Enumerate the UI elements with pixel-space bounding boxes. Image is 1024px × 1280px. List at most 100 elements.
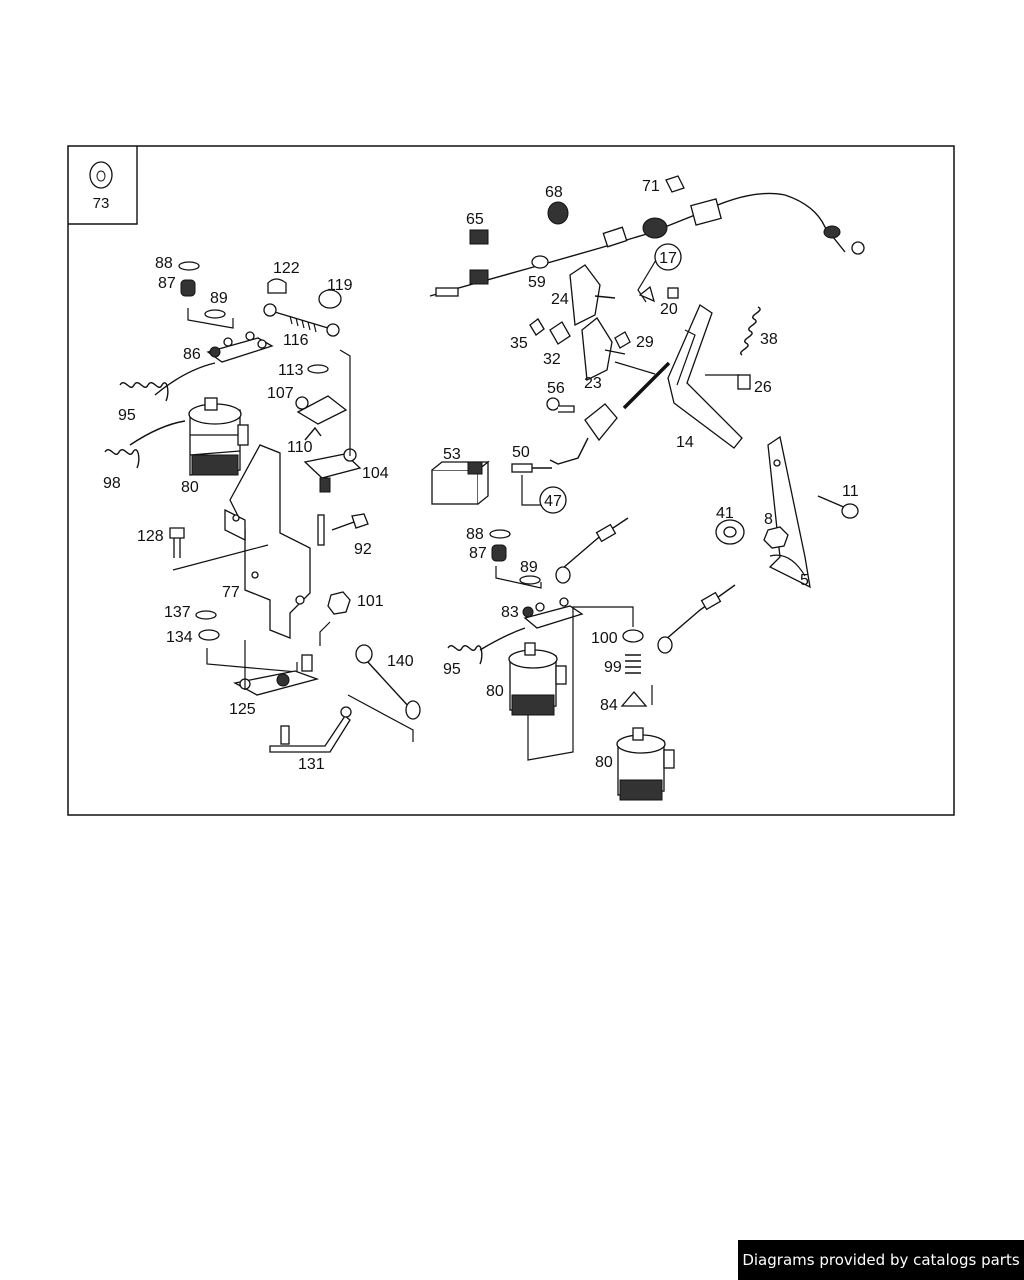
callout-87: 87	[158, 275, 176, 292]
callout-24: 24	[551, 291, 569, 308]
callout-134: 134	[166, 629, 193, 646]
bracket-83	[522, 597, 584, 629]
grommet-68	[547, 201, 569, 225]
connector-50	[511, 463, 552, 473]
callout-77: 77	[222, 584, 240, 601]
footer-credit: Diagrams provided by catalogs parts	[738, 1240, 1024, 1280]
callout-116: 116	[283, 332, 309, 349]
clip-65	[469, 229, 489, 245]
callout-131: 131	[298, 756, 325, 773]
callout-35: 35	[510, 335, 528, 352]
callout-80: 80	[486, 683, 504, 700]
clip-26	[737, 374, 751, 390]
callout-80: 80	[181, 479, 199, 496]
legend-label: 73	[93, 195, 110, 212]
plate-32	[549, 321, 571, 345]
ball-122	[267, 278, 287, 294]
lever-131	[269, 706, 352, 753]
callout-95: 95	[118, 407, 136, 424]
nut-101	[327, 591, 351, 615]
callout-23: 23	[584, 375, 602, 392]
callout-20: 20	[660, 301, 678, 318]
sensor-plug	[584, 403, 618, 442]
washer-88a	[178, 261, 200, 271]
clip-35	[529, 318, 545, 336]
pedal-14	[667, 304, 743, 449]
callout-110: 110	[287, 439, 313, 456]
clip-89b	[519, 575, 541, 585]
bracket-24	[569, 264, 616, 327]
base-84	[620, 691, 648, 707]
spring-95b	[447, 645, 483, 665]
left-assembly	[104, 261, 421, 753]
callout-26: 26	[754, 379, 772, 396]
bolt-92	[331, 513, 369, 531]
callout-88: 88	[466, 526, 484, 543]
callout-labels: 88 87 89 122 119 116 86 113 107 95 110 1…	[103, 178, 859, 773]
bolt-56	[546, 397, 575, 413]
clip-113	[307, 364, 329, 374]
callout-119: 119	[327, 277, 353, 294]
callout-99: 99	[604, 659, 622, 676]
callout-32: 32	[543, 351, 561, 368]
clip-29	[614, 331, 631, 349]
spring-98	[104, 449, 140, 469]
clip-110	[304, 426, 322, 441]
callout-83: 83	[501, 604, 519, 621]
diagram-frame	[67, 145, 955, 816]
actuator-80c	[616, 727, 675, 801]
callout-125: 125	[229, 701, 256, 718]
callout-88: 88	[155, 255, 173, 272]
nut-8	[763, 526, 789, 549]
callout-92: 92	[354, 541, 372, 558]
callout-47: 47	[544, 493, 562, 510]
clip-89a	[204, 309, 226, 319]
callout-107: 107	[267, 385, 294, 402]
ball-119	[318, 289, 342, 309]
callout-17: 17	[659, 250, 677, 267]
callout-89: 89	[210, 290, 228, 307]
sensor-cable-lower	[664, 584, 736, 641]
callout-84: 84	[600, 697, 618, 714]
callout-17-circle	[654, 243, 682, 271]
callout-137: 137	[164, 604, 191, 621]
callout-87: 87	[469, 545, 487, 562]
callout-56: 56	[547, 380, 565, 397]
clip-137	[195, 610, 217, 620]
clip-65b	[469, 269, 489, 285]
grommet-87a	[180, 279, 196, 297]
relay-53	[431, 460, 490, 505]
callout-98: 98	[103, 475, 121, 492]
sensor-cable-upper	[562, 517, 629, 569]
lever-107	[296, 395, 348, 425]
callout-50: 50	[512, 444, 530, 461]
bracket-23	[581, 317, 626, 382]
callout-100: 100	[591, 630, 618, 647]
callout-101: 101	[357, 593, 384, 610]
washer-88b	[489, 529, 511, 539]
callout-140: 140	[387, 653, 414, 670]
bracket-86	[206, 331, 274, 363]
callout-53: 53	[443, 446, 461, 463]
callout-113: 113	[278, 362, 304, 379]
actuator-80b	[508, 642, 567, 716]
bracket-77	[224, 444, 325, 639]
callout-11: 11	[842, 483, 859, 500]
callout-95: 95	[443, 661, 461, 678]
legend-box: 73	[68, 146, 138, 225]
callout-47-circle	[539, 486, 567, 514]
callout-128: 128	[137, 528, 164, 545]
clip-71	[665, 175, 685, 193]
part-20	[638, 285, 656, 303]
callout-71: 71	[642, 178, 660, 195]
callout-89: 89	[520, 559, 538, 576]
actuator-80a	[188, 397, 249, 476]
bracket-125	[233, 654, 320, 696]
cap-100	[622, 629, 644, 643]
bolt-128	[169, 527, 185, 558]
rod-116	[263, 303, 340, 337]
spring-99	[625, 654, 641, 674]
callout-80: 80	[595, 754, 613, 771]
callout-41: 41	[716, 505, 734, 522]
callout-104: 104	[362, 465, 389, 482]
